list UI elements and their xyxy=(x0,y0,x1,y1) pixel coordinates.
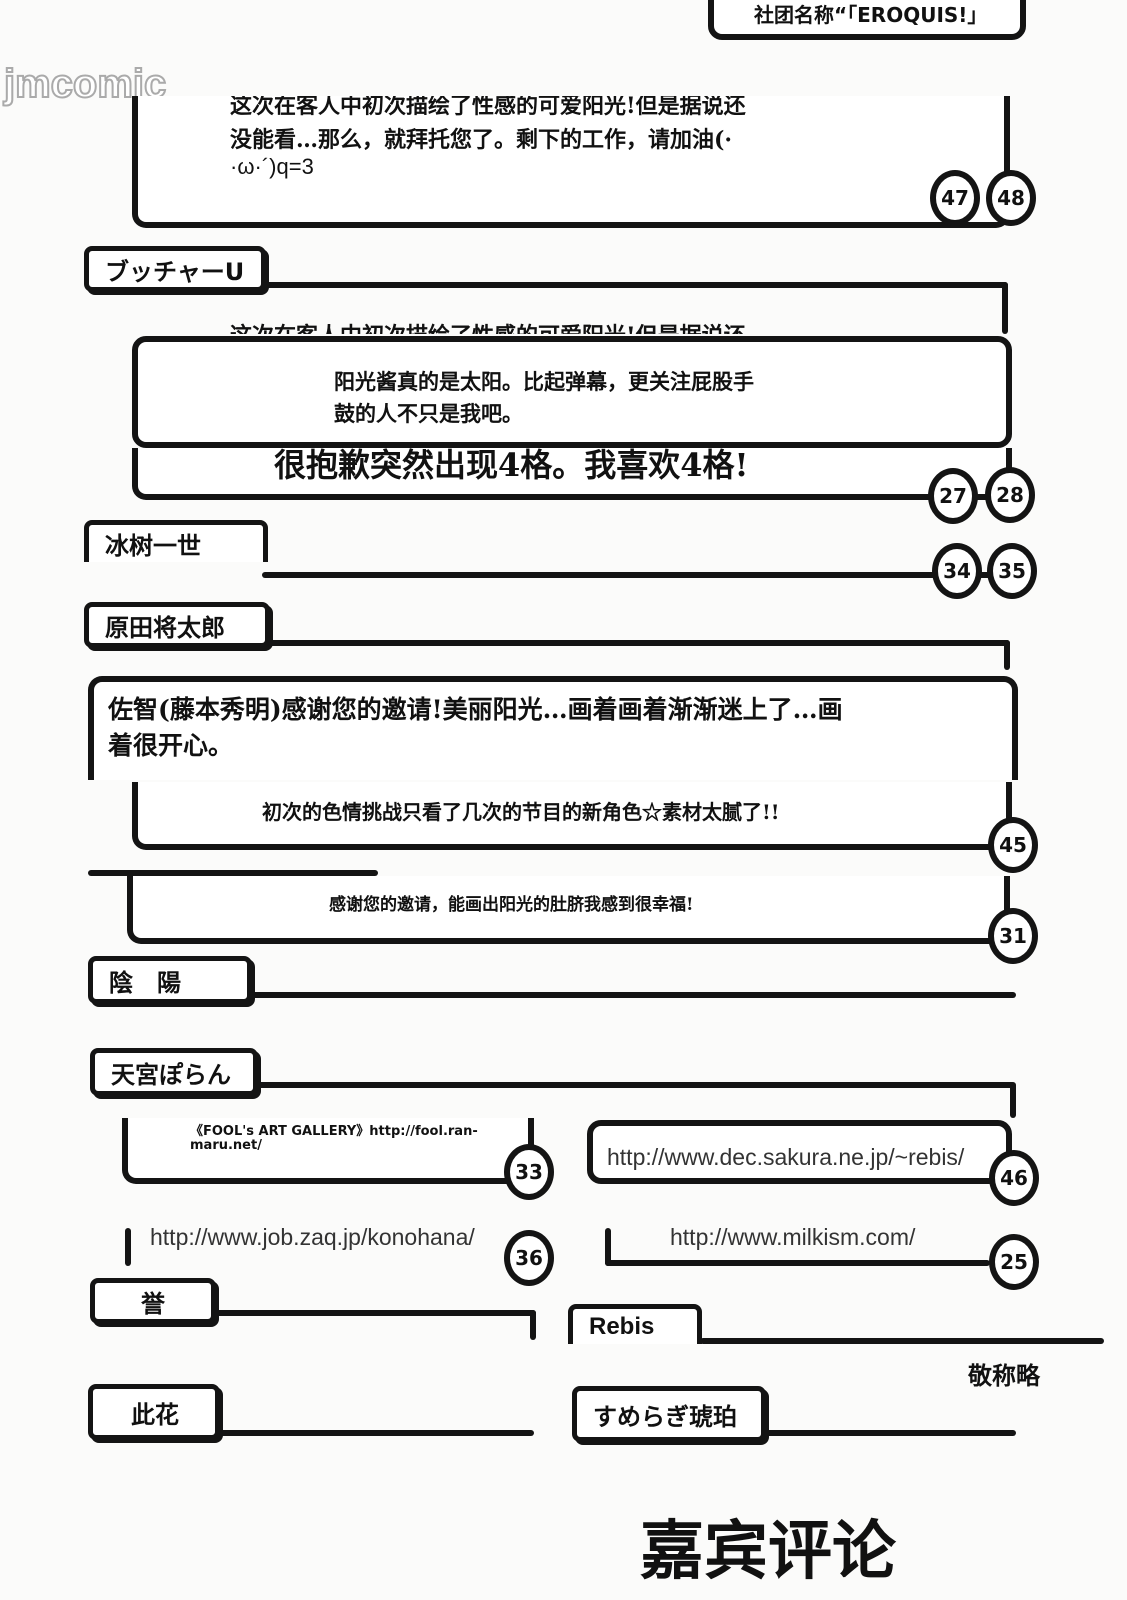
circle-name-tag: 社团名称“「EROQUIS!」 xyxy=(708,0,1026,40)
comment-text: 初次的色情挑战只看了几次的节目的新角色☆素材太腻了!! xyxy=(262,800,780,824)
divider xyxy=(605,1228,611,1266)
page-badge: 31 xyxy=(988,908,1038,964)
page-badge: 34 xyxy=(932,543,982,599)
circle-name-text: 社团名称“「EROQUIS!」 xyxy=(754,3,988,27)
name-tab-hyouju: 冰树一世 xyxy=(84,520,268,562)
name-tab-butcher: ブッチャーU xyxy=(84,246,266,292)
name-label: 誉 xyxy=(141,1289,165,1318)
page-badge: 25 xyxy=(989,1234,1039,1290)
name-label: 原田将太郎 xyxy=(105,613,225,642)
comment-text: maru.net/ xyxy=(190,1138,262,1153)
name-label: Rebis xyxy=(589,1312,655,1340)
comment-text: ·ω·´)q=3 xyxy=(230,154,314,179)
divider xyxy=(265,640,1010,646)
page-badge: 35 xyxy=(987,543,1037,599)
name-tab-sumeragi: すめらぎ琥珀 xyxy=(572,1386,766,1442)
page-badge: 47 xyxy=(930,170,980,226)
page-badge: 45 xyxy=(988,817,1038,873)
comment-text: 阳光酱真的是太阳。比起弹幕，更关注屁股手 xyxy=(334,369,754,394)
page-badge: 46 xyxy=(989,1150,1039,1206)
comment-box-3: 很抱歉突然出现4格。我喜欢4格! xyxy=(132,448,1012,500)
comment-box-1: 这次在客人中初次描绘了性感的可爱阳光!但是据说还 没能看…那么，就拜托您了。剩下… xyxy=(132,96,1010,228)
divider xyxy=(605,1260,990,1266)
comment-box-2: 阳光酱真的是太阳。比起弹幕，更关注屁股手 鼓的人不只是我吧。 xyxy=(132,336,1012,448)
comment-text: 佐智(藤本秀明)感谢您的邀请!美丽阳光…画着画着渐渐迷上了…画 xyxy=(108,695,843,724)
divider xyxy=(210,1310,536,1316)
comment-text: 这次在客人中初次描绘了性感的可爱阳光!但是据说还 xyxy=(230,96,746,119)
divider xyxy=(760,1430,1016,1436)
name-tab-inyou: 陰 陽 xyxy=(88,956,252,1004)
page-badge: 28 xyxy=(985,467,1035,523)
divider xyxy=(248,992,1016,998)
name-label: すめらぎ琥珀 xyxy=(593,1402,737,1431)
divider xyxy=(88,870,378,876)
comment-box-5: 初次的色情挑战只看了几次的节目的新角色☆素材太腻了!! xyxy=(132,782,1012,850)
partial-comment: 这次在客人中初次描绘了性感的可爱阳光!但是据说还 xyxy=(230,318,850,334)
divider xyxy=(1004,640,1010,670)
name-label: 此花 xyxy=(131,1400,179,1429)
divider xyxy=(216,1430,534,1436)
divider xyxy=(262,572,1032,578)
comment-box-7: 《FOOL's ART GALLERY》http://fool.ran- mar… xyxy=(122,1118,534,1184)
page-badge: 27 xyxy=(928,468,978,524)
name-label: 冰树一世 xyxy=(105,532,201,560)
comment-text: 鼓的人不只是我吧。 xyxy=(334,401,523,426)
page-badge: 36 xyxy=(504,1230,554,1286)
name-tab-homare: 誉 xyxy=(90,1278,216,1324)
comment-text: 《FOOL's ART GALLERY》http://fool.ran- xyxy=(190,1124,478,1139)
name-tab-harada: 原田将太郎 xyxy=(84,602,270,648)
divider xyxy=(1010,1082,1016,1118)
honorific-note: 敬称略 xyxy=(968,1361,1040,1390)
divider xyxy=(530,1310,536,1340)
comment-text: 很抱歉突然出现4格。我喜欢4格! xyxy=(274,448,749,484)
name-label: ブッチャーU xyxy=(105,257,245,286)
comment-text: 没能看…那么，就拜托您了。剩下的工作，请加油(· xyxy=(230,127,733,153)
url-box-rebis: http://www.dec.sakura.ne.jp/~rebis/ xyxy=(587,1120,1012,1184)
divider xyxy=(700,1338,1104,1344)
url-text: http://www.job.zaq.jp/konohana/ xyxy=(150,1224,475,1250)
comment-box-4: 佐智(藤本秀明)感谢您的邀请!美丽阳光…画着画着渐渐迷上了…画 着很开心。 xyxy=(88,676,1018,780)
page-badge: 33 xyxy=(504,1144,554,1200)
name-tab-rebis: Rebis xyxy=(568,1304,702,1344)
name-tab-amamiya: 天宮ぽらん xyxy=(90,1048,258,1096)
page-title: 嘉宾评论 xyxy=(640,1514,896,1589)
comment-text: 感谢您的邀请，能画出阳光的肚脐我感到很幸福! xyxy=(329,895,694,915)
url-text: http://www.milkism.com/ xyxy=(670,1224,916,1250)
url-text: http://www.dec.sakura.ne.jp/~rebis/ xyxy=(607,1144,965,1170)
divider xyxy=(1002,282,1008,334)
comment-box-6: 感谢您的邀请，能画出阳光的肚脐我感到很幸福! xyxy=(127,876,1010,944)
name-tab-konohana: 此花 xyxy=(88,1384,220,1440)
comment-text: 着很开心。 xyxy=(108,731,234,760)
divider xyxy=(255,1082,1015,1088)
divider xyxy=(260,282,1008,288)
name-label: 天宮ぽらん xyxy=(111,1060,231,1089)
divider xyxy=(125,1228,131,1266)
name-label: 陰 陽 xyxy=(109,968,181,997)
page-badge: 48 xyxy=(986,170,1036,226)
comment-text: 这次在客人中初次描绘了性感的可爱阳光!但是据说还 xyxy=(230,318,746,334)
